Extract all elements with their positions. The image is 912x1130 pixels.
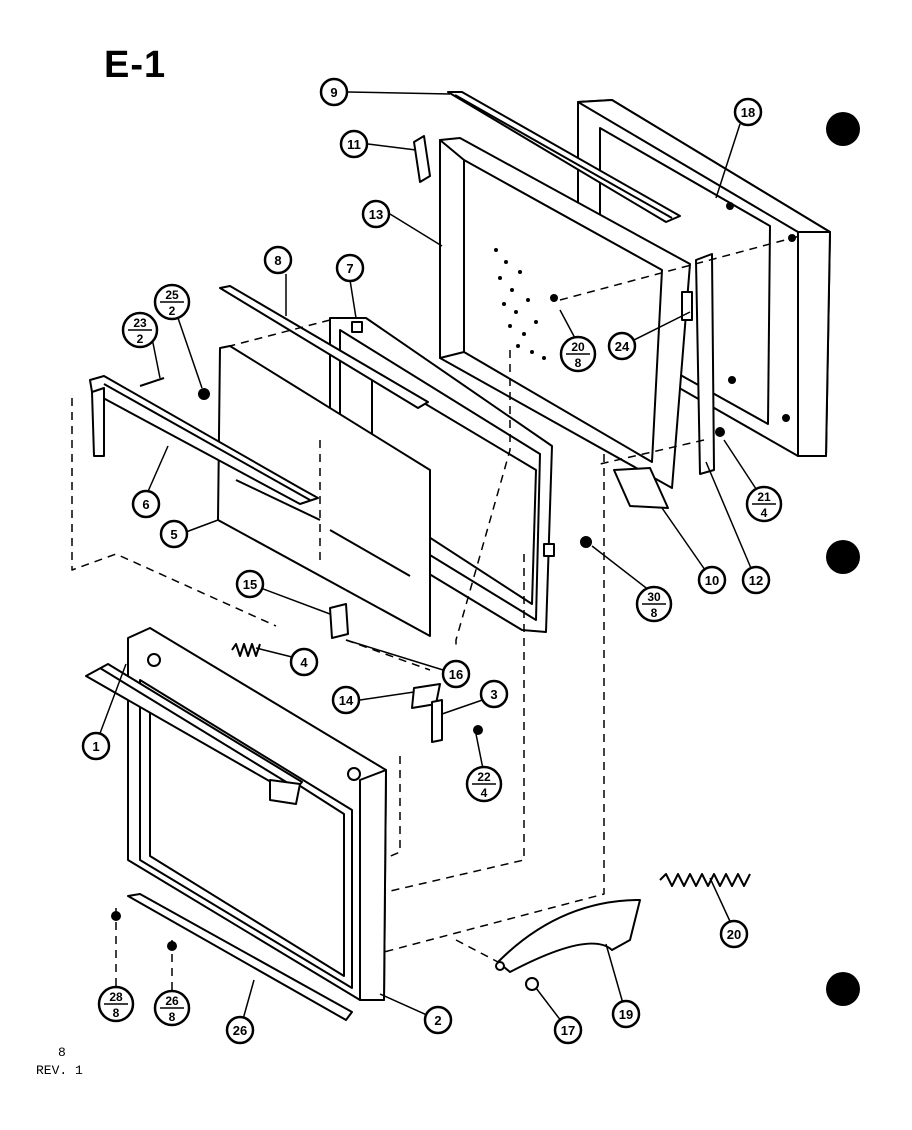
callout-c21-den: 4 xyxy=(761,506,768,520)
callout-c18: 18 xyxy=(733,97,763,127)
callout-c26f: 268 xyxy=(153,989,191,1027)
lower-bracket-10 xyxy=(613,467,669,509)
assembly-lines xyxy=(71,235,801,990)
callout-c18-label: 18 xyxy=(741,105,755,120)
callout-c1: 1 xyxy=(81,731,111,761)
callout-c19-label: 19 xyxy=(619,1007,633,1022)
callout-c22-den: 4 xyxy=(481,786,488,800)
callout-c2-label: 2 xyxy=(434,1013,441,1028)
callout-c20f-den: 8 xyxy=(575,356,582,370)
callout-c8: 8 xyxy=(263,245,293,275)
callout-c20f-num: 20 xyxy=(571,340,585,354)
callout-c23-den: 2 xyxy=(137,332,144,346)
callout-c30-den: 8 xyxy=(651,606,658,620)
callout-c7-label: 7 xyxy=(346,261,353,276)
callout-c28: 288 xyxy=(97,985,135,1023)
callout-c30-num: 30 xyxy=(647,590,661,604)
top-rail xyxy=(447,91,681,223)
side-bracket-11 xyxy=(413,135,431,183)
callout-c28-den: 8 xyxy=(113,1006,120,1020)
callout-c16-label: 16 xyxy=(449,667,463,682)
callout-c24: 24 xyxy=(607,331,637,361)
callout-c4-label: 4 xyxy=(300,655,308,670)
callout-c11: 11 xyxy=(339,129,369,159)
callout-c1-label: 1 xyxy=(92,739,99,754)
callout-c19: 19 xyxy=(611,999,641,1029)
callout-c12-label: 12 xyxy=(749,573,763,588)
callout-c14: 14 xyxy=(331,685,361,715)
callout-c20-label: 20 xyxy=(727,927,741,942)
page-number: 8 xyxy=(58,1045,66,1060)
callout-c21: 214 xyxy=(745,485,783,523)
callout-c22: 224 xyxy=(465,765,503,803)
binder-hole-middle xyxy=(826,540,860,574)
inner-frame xyxy=(89,375,319,505)
callout-c25-num: 25 xyxy=(165,288,179,302)
callout-c6: 6 xyxy=(131,489,161,519)
binder-hole-bottom xyxy=(826,972,860,1006)
callout-c5-label: 5 xyxy=(170,527,177,542)
callout-c12: 12 xyxy=(741,565,771,595)
callout-c13: 13 xyxy=(361,199,391,229)
callout-c20: 20 xyxy=(719,919,749,949)
bottom-trim xyxy=(127,893,353,1021)
callout-c25: 252 xyxy=(153,283,191,321)
callout-c17-label: 17 xyxy=(561,1023,575,1038)
outer-door xyxy=(85,627,387,1001)
callout-c26f-den: 8 xyxy=(169,1010,176,1024)
top-strip-8 xyxy=(219,285,429,409)
callout-c20f: 208 xyxy=(559,335,597,373)
callout-c5: 5 xyxy=(159,519,189,549)
callout-c10: 10 xyxy=(697,565,727,595)
callout-c23: 232 xyxy=(121,311,159,349)
callout-c3-label: 3 xyxy=(490,687,497,702)
callout-c22-num: 22 xyxy=(477,770,491,784)
small-fasteners xyxy=(111,377,725,951)
callout-c17: 17 xyxy=(553,1015,583,1045)
inner-door-liner xyxy=(439,137,691,489)
callout-c3: 3 xyxy=(479,679,509,709)
callout-c16: 16 xyxy=(441,659,471,689)
spring-4 xyxy=(231,643,261,657)
callout-c26f-num: 26 xyxy=(165,994,179,1008)
callout-c9: 9 xyxy=(319,77,349,107)
callout-c11-label: 11 xyxy=(347,137,361,152)
callout-c26-label: 26 xyxy=(233,1023,247,1038)
hinge-assembly xyxy=(495,873,751,991)
callout-c8-label: 8 xyxy=(274,253,281,268)
revision-label: REV. 1 xyxy=(36,1063,83,1078)
callout-c6-label: 6 xyxy=(142,497,149,512)
callout-c28-num: 28 xyxy=(109,990,123,1004)
callout-c9-label: 9 xyxy=(330,85,337,100)
diagram-title: E-1 xyxy=(104,44,167,86)
callout-c14-label: 14 xyxy=(339,693,354,708)
callout-c7: 7 xyxy=(335,253,365,283)
binder-hole-top xyxy=(826,112,860,146)
callout-c24-label: 24 xyxy=(615,339,630,354)
callout-c26: 26 xyxy=(225,1015,255,1045)
callout-c15: 15 xyxy=(235,569,265,599)
callout-c2: 2 xyxy=(423,1005,453,1035)
callout-c15-label: 15 xyxy=(243,577,257,592)
callout-c4: 4 xyxy=(289,647,319,677)
right-bracket xyxy=(681,253,715,475)
callout-c23-num: 23 xyxy=(133,316,147,330)
callout-c13-label: 13 xyxy=(369,207,383,222)
callout-c30: 308 xyxy=(635,585,673,623)
callout-c10-label: 10 xyxy=(705,573,719,588)
callout-c25-den: 2 xyxy=(169,304,176,318)
callout-c21-num: 21 xyxy=(757,490,771,504)
middle-frame xyxy=(329,317,555,633)
